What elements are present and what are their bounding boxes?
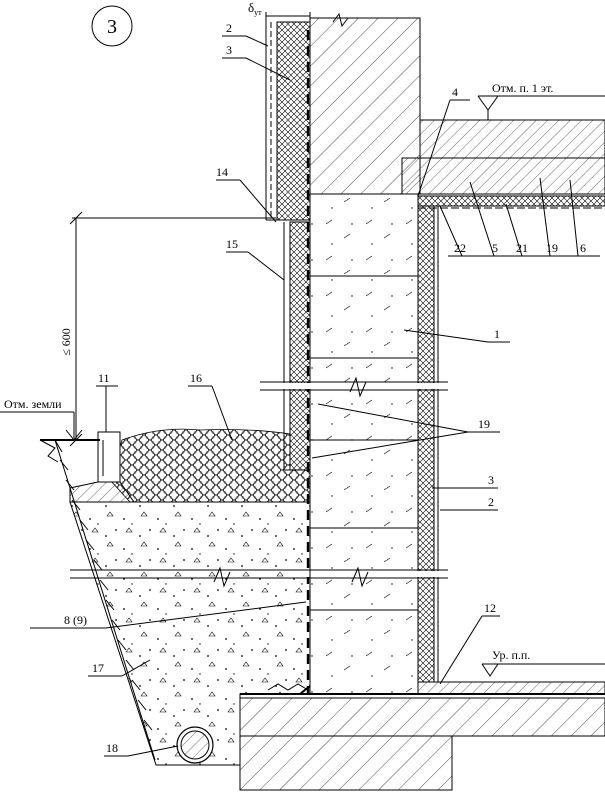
detail-marker: 3	[91, 5, 133, 47]
upper-insulation	[265, 21, 311, 221]
drain-curb	[69, 431, 135, 503]
callout-12: 12	[484, 601, 496, 615]
level-ground-label: Отм. земли	[4, 397, 62, 411]
callout-18: 18	[106, 741, 118, 755]
foundation-slab	[239, 683, 605, 791]
callout-3-right: 3	[488, 473, 494, 487]
callout-6: 6	[580, 241, 586, 255]
level-basement-floor: Ур. п.п.	[481, 648, 605, 677]
callout-17: 17	[92, 661, 104, 675]
callout-19-mid: 19	[478, 417, 490, 431]
callout-15: 15	[226, 237, 238, 251]
floor-slab	[401, 119, 605, 209]
callout-2-right: 2	[488, 495, 494, 509]
level-ground: Отм. земли	[0, 397, 83, 441]
level-first-floor-label: Отм. п. 1 эт.	[492, 81, 553, 95]
detail-number: 3	[107, 16, 117, 38]
thickness-dimension: δут	[248, 0, 311, 24]
callouts: 2 3 4 14 15 22 5 21 19 6 1 11 16	[30, 21, 600, 757]
basement-floor	[417, 681, 605, 695]
callout-19-top: 19	[546, 241, 558, 255]
callout-3-top: 3	[226, 43, 232, 57]
drain-pipe	[176, 726, 214, 764]
height-dimension-label: ≤ 600	[59, 328, 73, 356]
level-first-floor: Отм. п. 1 эт.	[477, 81, 605, 120]
callout-22: 22	[454, 241, 466, 255]
callout-11: 11	[98, 371, 110, 385]
block-wall	[309, 193, 419, 695]
outer-insulation	[283, 221, 311, 471]
callout-8-9: 8 (9)	[64, 613, 87, 627]
callout-5: 5	[492, 241, 498, 255]
callout-1: 1	[494, 327, 500, 341]
gravel-backfill	[109, 428, 311, 503]
inner-insulation	[417, 205, 439, 683]
callout-14: 14	[216, 165, 228, 179]
callout-4: 4	[452, 85, 458, 99]
level-basement-floor-label: Ур. п.п.	[492, 648, 530, 662]
height-dimension: ≤ 600	[59, 211, 276, 447]
delta-label: δут	[248, 0, 262, 17]
callout-2-top: 2	[226, 21, 232, 35]
callout-16: 16	[190, 371, 202, 385]
callout-21: 21	[516, 241, 528, 255]
